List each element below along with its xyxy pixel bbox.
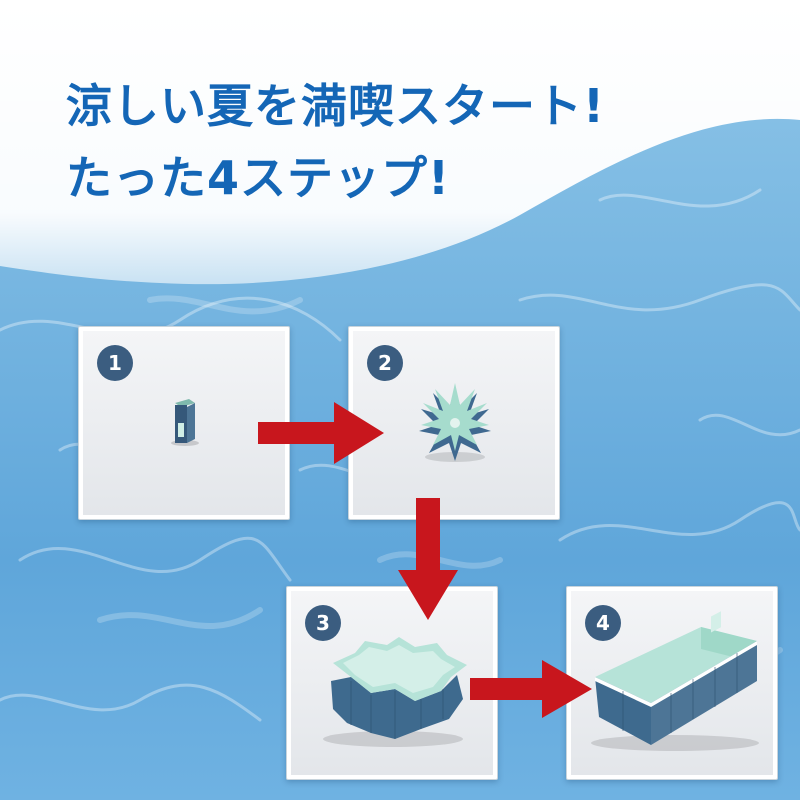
unfolding-pool-star-icon (419, 383, 491, 462)
step-card-panel: 4 (571, 591, 773, 775)
step-card-3: 3 (286, 586, 498, 780)
header-wave (0, 0, 800, 285)
step-card-1: 1 (78, 326, 290, 520)
headline: 涼しい夏を満喫スタート! たった4ステップ! (66, 70, 605, 214)
rectangular-pool-icon (591, 611, 759, 751)
arrow-step3-to-step4 (470, 660, 592, 718)
step-badge-2: 2 (367, 345, 403, 381)
step-card-2: 2 (348, 326, 560, 520)
folded-pool-block-icon (171, 399, 199, 446)
expanding-pool-icon (323, 637, 467, 747)
step-card-panel: 2 (353, 331, 555, 515)
step-badge-4: 4 (585, 605, 621, 641)
arrow-step1-to-step2 (258, 402, 384, 464)
step-card-panel: 1 (83, 331, 285, 515)
headline-line-1: 涼しい夏を満喫スタート! (66, 79, 605, 133)
headline-line-2: たった4ステップ! (66, 151, 450, 205)
step-card-4: 4 (566, 586, 778, 780)
step-badge-3: 3 (305, 605, 341, 641)
step-badge-1: 1 (97, 345, 133, 381)
step-card-panel: 3 (291, 591, 493, 775)
arrow-step2-to-step3 (398, 498, 458, 620)
